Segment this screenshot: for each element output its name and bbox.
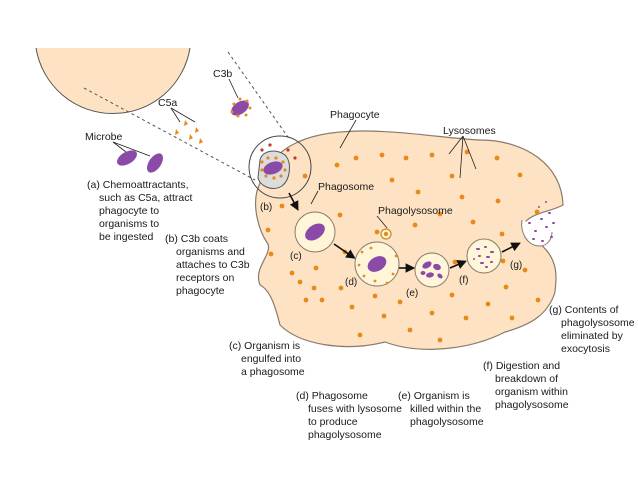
step-b-microbe bbox=[263, 161, 283, 175]
caption-c: (c) Organism is engulfed into a phagosom… bbox=[229, 340, 305, 378]
svg-text:phagocyte: phagocyte bbox=[176, 285, 225, 297]
label-phagolysosome: Phagolysosome bbox=[378, 205, 453, 217]
svg-text:(g) Contents of: (g) Contents of bbox=[549, 304, 619, 316]
svg-text:phagocyte to: phagocyte to bbox=[99, 205, 159, 217]
step-f-digested-fragments bbox=[473, 246, 494, 268]
microbe-2 bbox=[147, 153, 163, 173]
c3b-molecules bbox=[230, 97, 252, 118]
large-cell bbox=[35, 47, 191, 115]
step-b-c3b-coat bbox=[260, 156, 287, 180]
caption-f: (f) Digestion and breakdown of organism … bbox=[483, 360, 569, 411]
lysosome-granules bbox=[265, 149, 541, 343]
svg-text:phagolysosome: phagolysosome bbox=[410, 416, 484, 428]
step-e-killed-organism bbox=[420, 261, 443, 279]
step-b-receptors bbox=[260, 143, 297, 160]
svg-text:(c) Organism is: (c) Organism is bbox=[229, 340, 300, 352]
label-microbe: Microbe bbox=[85, 131, 123, 143]
svg-text:(d) Phagosome: (d) Phagosome bbox=[296, 390, 368, 402]
svg-text:phagolysosome: phagolysosome bbox=[561, 317, 635, 329]
caption-a: (a) Chemoattractants, such as C5a, attra… bbox=[87, 179, 192, 243]
svg-text:eliminated by: eliminated by bbox=[561, 330, 624, 342]
step-letter-f: (f) bbox=[459, 275, 468, 286]
svg-text:(b) C3b coats: (b) C3b coats bbox=[165, 233, 228, 245]
svg-text:organism within: organism within bbox=[495, 386, 568, 398]
step-letter-g: (g) bbox=[510, 260, 522, 271]
svg-text:fuses with lysosome: fuses with lysosome bbox=[308, 403, 402, 415]
microbe-1 bbox=[117, 150, 137, 166]
leader-lines bbox=[112, 78, 477, 229]
step-b-magnifier bbox=[248, 135, 312, 199]
svg-text:phagolysosome: phagolysosome bbox=[495, 399, 569, 411]
svg-text:a phagosome: a phagosome bbox=[241, 366, 305, 378]
svg-text:breakdown of: breakdown of bbox=[495, 373, 558, 385]
step-letter-c: (c) bbox=[290, 251, 302, 262]
label-c3b: C3b bbox=[213, 68, 232, 80]
svg-text:receptors on: receptors on bbox=[176, 272, 235, 284]
step-e-phagolysosome bbox=[414, 252, 450, 288]
step-d-microbe bbox=[367, 256, 387, 272]
step-g-expelled-contents bbox=[528, 201, 555, 242]
caption-e: (e) Organism is killed within the phagol… bbox=[398, 390, 484, 428]
svg-text:such as C5a, attract: such as C5a, attract bbox=[99, 192, 192, 204]
svg-text:killed within the: killed within the bbox=[410, 403, 481, 415]
svg-text:be ingested: be ingested bbox=[99, 231, 153, 243]
caption-d: (d) Phagosome fuses with lysosome to pro… bbox=[296, 390, 402, 441]
svg-text:organisms and: organisms and bbox=[176, 246, 245, 258]
guide-line-left bbox=[83, 87, 256, 181]
label-lysosomes: Lysosomes bbox=[443, 125, 496, 137]
svg-text:phagolysosome: phagolysosome bbox=[308, 429, 382, 441]
step-f-phagolysosome bbox=[466, 238, 502, 274]
label-phagosome: Phagosome bbox=[318, 181, 374, 193]
c5a-molecules bbox=[175, 120, 203, 144]
svg-text:(e) Organism is: (e) Organism is bbox=[398, 390, 470, 402]
svg-text:organisms to: organisms to bbox=[99, 218, 159, 230]
svg-text:attaches to C3b: attaches to C3b bbox=[176, 259, 250, 271]
svg-text:engulfed into: engulfed into bbox=[241, 353, 301, 365]
c3b-coated-microbe bbox=[231, 100, 249, 116]
svg-text:exocytosis: exocytosis bbox=[561, 343, 610, 355]
process-arrows bbox=[288, 192, 521, 273]
caption-b: (b) C3b coats organisms and attaches to … bbox=[165, 233, 250, 297]
svg-text:(a) Chemoattractants,: (a) Chemoattractants, bbox=[87, 179, 189, 191]
svg-text:(f) Digestion and: (f) Digestion and bbox=[483, 360, 560, 372]
step-d-lysosome-fusion bbox=[357, 228, 398, 285]
phagocyte-body bbox=[255, 130, 564, 350]
svg-text:to produce: to produce bbox=[308, 416, 358, 428]
step-c-microbe bbox=[305, 223, 325, 241]
step-letter-e: (e) bbox=[406, 288, 418, 299]
label-c5a: C5a bbox=[158, 97, 177, 109]
step-letter-b: (b) bbox=[260, 202, 272, 213]
step-letter-d: (d) bbox=[345, 277, 357, 288]
label-phagocyte: Phagocyte bbox=[330, 109, 380, 121]
caption-g: (g) Contents of phagolysosome eliminated… bbox=[549, 304, 635, 355]
